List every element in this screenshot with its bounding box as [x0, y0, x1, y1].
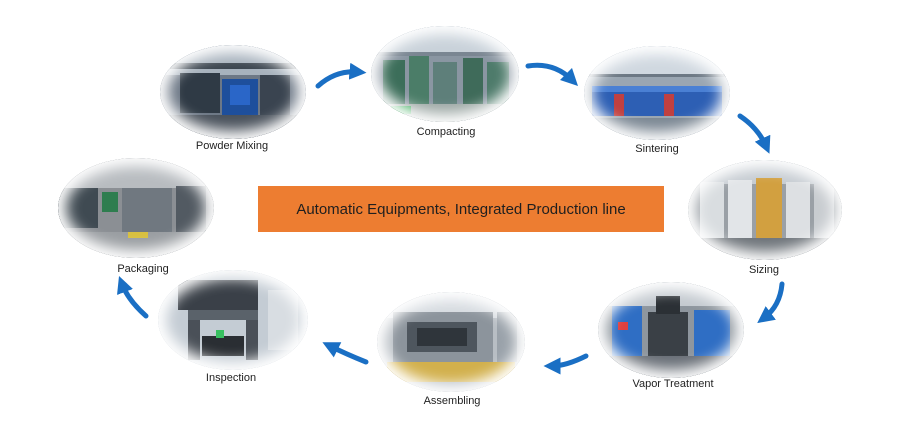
curved-arrow-icon: [525, 62, 579, 87]
powder-mixing-photo: [160, 45, 306, 139]
production-line-banner: Automatic Equipments, Integrated Product…: [258, 186, 664, 232]
curved-arrow-icon: [543, 353, 589, 375]
curved-arrow-icon: [757, 281, 785, 324]
step-label-vapor-treatment: Vapor Treatment: [632, 378, 714, 390]
step-label-sintering: Sintering: [635, 143, 679, 155]
step-label-inspection: Inspection: [205, 372, 257, 384]
step-label-powder-mixing: Powder Mixing: [195, 140, 269, 152]
sintering-photo: [584, 46, 730, 140]
step-label-assembling: Assembling: [423, 395, 481, 407]
assembling-photo: [377, 292, 525, 392]
curved-arrow-icon: [117, 276, 149, 319]
curved-arrow-icon: [322, 342, 369, 365]
packaging-photo: [58, 158, 214, 258]
step-label-compacting: Compacting: [416, 126, 476, 138]
compacting-photo: [371, 26, 519, 122]
vapor-treatment-photo: [598, 282, 744, 378]
curved-arrow-icon: [737, 113, 771, 154]
step-label-packaging: Packaging: [117, 263, 169, 275]
curved-arrow-icon: [315, 62, 367, 89]
step-label-sizing: Sizing: [749, 264, 779, 276]
inspection-photo: [158, 270, 308, 370]
sizing-photo: [688, 160, 842, 260]
